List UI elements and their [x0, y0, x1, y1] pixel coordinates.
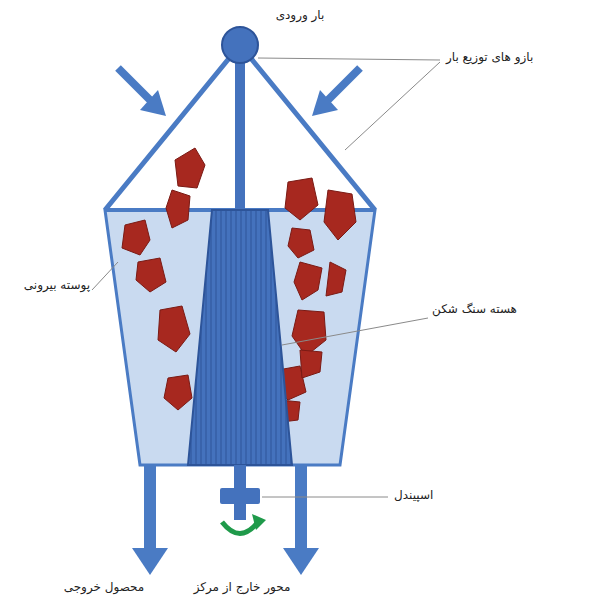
- output-arrows: [132, 465, 319, 575]
- part-label: هسته سنگ شکن: [432, 302, 517, 318]
- part-label: اسپیندل: [394, 488, 433, 504]
- feed-label: بار ورودی: [276, 8, 325, 24]
- part-label: بازو های توزیع بار: [446, 50, 533, 66]
- rotation-arrow: [222, 522, 258, 534]
- leader-lines: [92, 58, 440, 497]
- part-label: محصول خروجی: [64, 580, 145, 596]
- crusher-core: [188, 210, 292, 465]
- part-label: محور خارج از مرکز: [194, 580, 291, 596]
- outer-shell: [105, 210, 375, 465]
- part-label: پوسته بیرونی: [24, 278, 90, 294]
